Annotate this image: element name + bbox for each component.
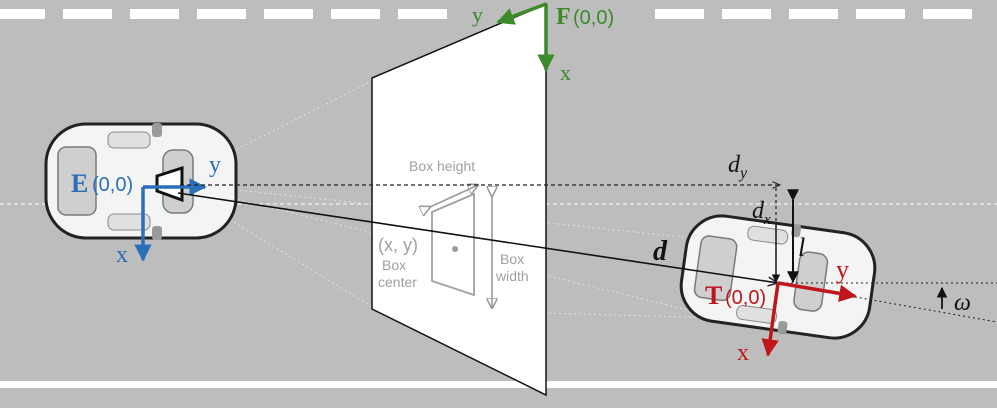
ego-frame-letter: E — [71, 169, 88, 198]
frame-x-axis-label: x — [560, 60, 571, 85]
box-center-dot — [452, 246, 458, 252]
lane-edge-bottom — [0, 381, 997, 388]
frame-y-axis-label: y — [472, 2, 483, 27]
guide-lines — [180, 185, 997, 323]
ego-frame-origin: (0,0) — [92, 174, 133, 196]
target-frame-origin: (0,0) — [725, 287, 766, 309]
box-width-label-1: Box — [500, 251, 524, 267]
box-center-label-2: center — [378, 274, 417, 290]
lane-markings-top — [0, 8, 997, 20]
distance-label: d — [653, 236, 668, 267]
target-frame-letter: T — [705, 281, 722, 310]
target-y-axis-label: y — [836, 255, 849, 284]
omega-label: ω — [954, 290, 971, 316]
length-label: l — [798, 233, 805, 262]
box-center-coord: (x, y) — [378, 235, 418, 255]
target-x-axis-label: x — [737, 340, 749, 366]
ego-axes — [134, 178, 207, 262]
dy-label: dy — [728, 152, 748, 182]
dx-label: dx — [752, 198, 771, 228]
distance-vector — [177, 192, 778, 283]
frame-origin: (0,0) — [573, 7, 614, 29]
box-width-label-2: width — [495, 268, 529, 284]
target-axes — [761, 281, 857, 357]
bounding-box — [430, 185, 492, 308]
ego-y-axis-label: y — [209, 152, 221, 178]
target-car — [679, 214, 877, 340]
ego-x-axis-label: x — [116, 242, 128, 268]
box-height-label: Box height — [409, 158, 475, 174]
frame-letter: F — [556, 4, 571, 30]
frame-axes — [496, 2, 555, 72]
box-center-label-1: Box — [382, 257, 406, 273]
